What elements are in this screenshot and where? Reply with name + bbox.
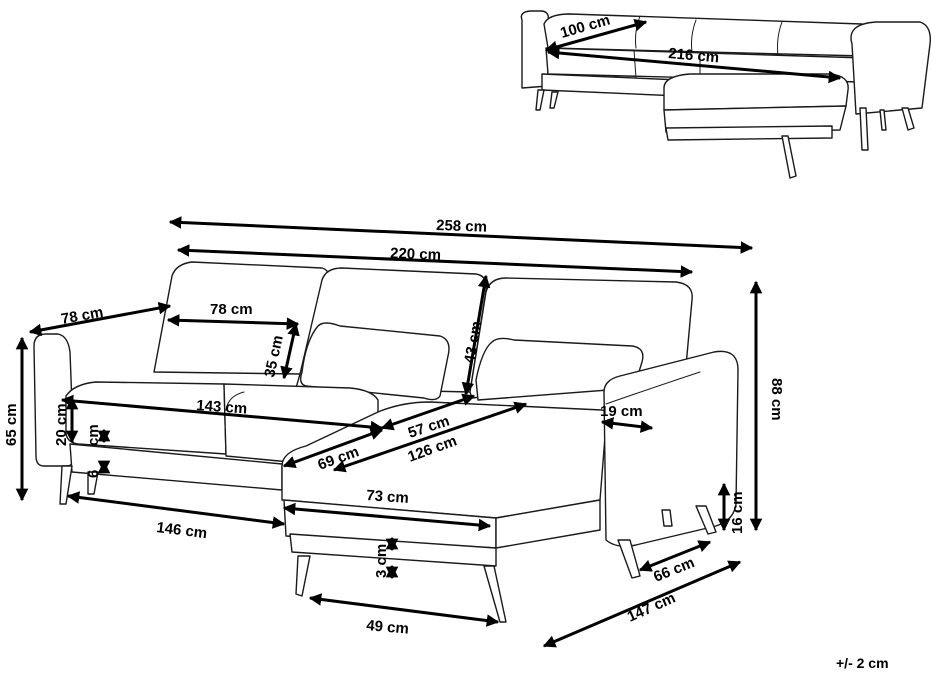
corner-sofa-illustration — [33, 261, 739, 623]
arrow-cushion-height — [280, 322, 300, 380]
arrow-backrest-height — [461, 274, 491, 396]
arrow-seat-width — [60, 394, 384, 434]
label-armrest-width: 19 cm — [600, 403, 643, 420]
arrow-chaise-leg-span — [308, 593, 500, 627]
arrow-top-width — [546, 46, 842, 84]
label-chaise-leg-span: 49 cm — [366, 617, 410, 638]
arrow-chaise-depth — [332, 401, 528, 473]
label-backrest-width: 78 cm — [210, 301, 253, 318]
label-seat-width: 143 cm — [196, 397, 248, 418]
label-leg-span: 66 cm — [651, 554, 697, 586]
label-frame-height-extra: cm — [85, 424, 102, 446]
arrow-chaise-width — [282, 502, 492, 532]
arrow-chaise-length — [542, 560, 742, 648]
dimension-arrows — [15, 18, 842, 648]
arrow-base-width — [66, 491, 286, 529]
label-seat-area-width: 220 cm — [390, 245, 441, 264]
label-base-width: 146 cm — [156, 519, 209, 542]
arrow-total-width — [168, 216, 754, 254]
label-chaise-frame-height: 3 cm — [373, 544, 390, 578]
tolerance-note: +/- 2 cm — [836, 655, 889, 671]
label-overall-height: 88 cm — [768, 378, 785, 421]
arrow-seat-area-width — [176, 244, 694, 278]
label-chaise-length: 147 cm — [625, 589, 678, 625]
arrow-armrest-width — [600, 417, 654, 433]
label-armrest-depth: 78 cm — [60, 304, 105, 328]
label-total-height: 65 cm — [3, 403, 20, 446]
arrow-armrest-depth — [28, 301, 172, 337]
label-chaise-width: 73 cm — [366, 487, 410, 507]
arrow-top-depth — [544, 18, 648, 54]
arrow-backrest-width — [166, 314, 300, 330]
label-seat-cushion-height: 20 cm — [53, 403, 70, 446]
label-top-width: 216 cm — [668, 45, 720, 66]
label-leg-height: 16 cm — [729, 491, 746, 534]
label-frame-height: 6 — [85, 470, 102, 478]
label-total-width: 258 cm — [436, 217, 487, 236]
